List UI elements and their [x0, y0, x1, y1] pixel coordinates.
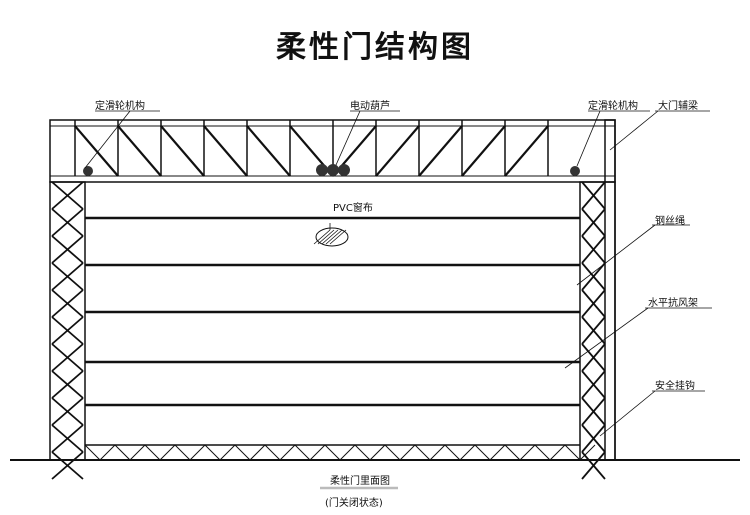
- bottom-brace: [564, 444, 581, 461]
- truss-diagonal: [74, 125, 119, 177]
- column-brace: [581, 370, 606, 399]
- bottom-brace: [399, 444, 416, 461]
- truss-diagonal: [375, 125, 420, 177]
- truss-diagonal: [461, 125, 506, 177]
- truss-diagonal: [418, 125, 463, 177]
- column-brace: [51, 235, 84, 264]
- pvc-hatch: [325, 229, 343, 245]
- truss-diagonal: [117, 125, 162, 177]
- bottom-brace: [189, 444, 206, 461]
- bottom-brace: [99, 444, 116, 461]
- column-brace: [581, 451, 606, 480]
- label-safety-hook: 安全挂钩: [655, 381, 695, 392]
- leader-line: [335, 110, 361, 166]
- leader-line: [599, 390, 656, 437]
- bottom-brace: [309, 444, 326, 461]
- bottom-brace: [414, 444, 431, 461]
- column-brace: [581, 181, 606, 210]
- pulley-icon: [83, 166, 93, 176]
- bottom-brace: [579, 444, 596, 461]
- bottom-brace: [234, 444, 251, 461]
- bottom-brace: [279, 444, 296, 461]
- truss-diagonal: [203, 125, 248, 177]
- column-brace: [581, 208, 606, 237]
- bottom-brace: [519, 444, 536, 461]
- bottom-brace: [459, 444, 476, 461]
- page-title: 柔性门结构图: [276, 30, 474, 65]
- truss-diagonal: [246, 125, 291, 177]
- column-brace: [581, 262, 606, 291]
- leader-line: [576, 224, 656, 286]
- bottom-brace: [504, 444, 521, 461]
- label-main-beam: 大门辅梁: [658, 101, 698, 112]
- bottom-brace: [294, 444, 311, 461]
- bottom-brace: [264, 444, 281, 461]
- leader-line: [564, 307, 649, 369]
- main-beam: [604, 119, 616, 461]
- caption-main: 柔性门里面图: [330, 476, 390, 487]
- bottom-brace: [174, 444, 191, 461]
- label-fixed-pulley-left: 定滑轮机构: [95, 101, 145, 112]
- bottom-brace: [384, 444, 401, 461]
- column-brace: [51, 262, 84, 291]
- pvc-fabric-icon: [315, 227, 349, 247]
- bottom-brace: [474, 444, 491, 461]
- bottom-brace: [84, 444, 101, 461]
- bottom-brace: [339, 444, 356, 461]
- bottom-brace: [144, 444, 161, 461]
- column-brace: [581, 424, 606, 453]
- bottom-brace: [354, 444, 371, 461]
- bottom-brace: [489, 444, 506, 461]
- label-wind-frame: 水平抗风架: [648, 298, 698, 309]
- column-brace: [581, 235, 606, 264]
- leader-line: [609, 110, 659, 151]
- label-pvc: PVC窗布: [333, 203, 373, 214]
- hoist-icon: [338, 164, 350, 176]
- column-brace: [581, 289, 606, 318]
- pvc-hatch: [313, 229, 331, 245]
- column-brace: [51, 343, 84, 372]
- leader-line: [84, 110, 131, 169]
- hoist-icon: [327, 164, 339, 176]
- bottom-brace: [129, 444, 146, 461]
- bottom-brace: [249, 444, 266, 461]
- truss-diagonal: [504, 125, 549, 177]
- bottom-brace: [444, 444, 461, 461]
- column-brace: [581, 316, 606, 345]
- label-electric-hoist: 电动葫芦: [350, 101, 390, 112]
- hoist-icon: [316, 164, 328, 176]
- column-brace: [581, 343, 606, 372]
- column-brace: [51, 370, 84, 399]
- pulley-icon: [570, 166, 580, 176]
- bottom-brace: [429, 444, 446, 461]
- column-brace: [51, 289, 84, 318]
- bottom-brace: [159, 444, 176, 461]
- column-brace: [51, 397, 84, 426]
- pvc-hatch: [321, 229, 339, 245]
- column-brace: [51, 451, 84, 480]
- label-wire-rope: 钢丝绳: [655, 216, 685, 227]
- bottom-brace: [324, 444, 341, 461]
- bottom-brace: [219, 444, 236, 461]
- label-fixed-pulley-right: 定滑轮机构: [588, 101, 638, 112]
- column-brace: [51, 208, 84, 237]
- caption-sub: (门关闭状态): [325, 498, 383, 509]
- bottom-brace: [204, 444, 221, 461]
- bottom-brace: [114, 444, 131, 461]
- bottom-brace: [534, 444, 551, 461]
- bottom-brace: [549, 444, 566, 461]
- pvc-hatch: [317, 229, 335, 245]
- truss-diagonal: [160, 125, 205, 177]
- bottom-brace: [369, 444, 386, 461]
- column-brace: [51, 316, 84, 345]
- column-brace: [51, 424, 84, 453]
- leader-line: [576, 110, 601, 167]
- column-brace: [581, 397, 606, 426]
- column-brace: [51, 181, 84, 210]
- pvc-hatch: [329, 229, 347, 245]
